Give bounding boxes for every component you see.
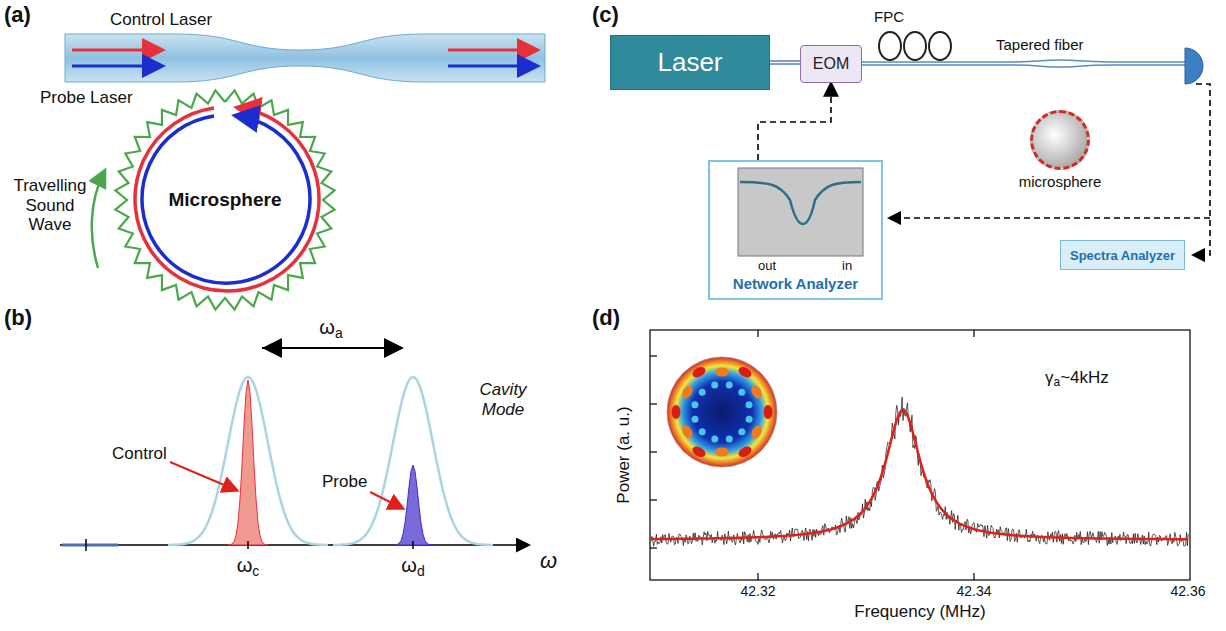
mode-lobe bbox=[711, 382, 718, 389]
optical-paths bbox=[135, 108, 319, 291]
mode-lobe bbox=[672, 405, 681, 419]
mode-lobe bbox=[738, 389, 745, 396]
node-text: Laser bbox=[657, 47, 722, 78]
connector bbox=[770, 60, 800, 62]
node-text: EOM bbox=[813, 55, 849, 73]
mode-lobe bbox=[691, 444, 708, 459]
mode-profile-inset bbox=[667, 357, 777, 467]
spectrum-axis bbox=[60, 539, 528, 551]
mode-lobe bbox=[746, 401, 753, 408]
microsphere-label-area: Microsphere bbox=[155, 150, 295, 250]
leader-line bbox=[370, 492, 402, 508]
label: ω bbox=[540, 548, 557, 573]
label: (a) bbox=[4, 2, 31, 27]
node-text: Spectra Analyzer bbox=[1070, 248, 1175, 263]
label: ωc bbox=[237, 554, 260, 579]
label: Control Laser bbox=[110, 10, 212, 30]
leader-line bbox=[170, 462, 236, 490]
label: Tapered fiber bbox=[996, 36, 1084, 53]
mode-lobe bbox=[764, 405, 773, 419]
control-line bbox=[228, 380, 268, 545]
axis-ticks bbox=[650, 330, 974, 580]
label: FPC bbox=[874, 8, 904, 25]
tick bbox=[412, 541, 414, 549]
label: Probe Laser bbox=[40, 88, 133, 108]
label: out bbox=[758, 259, 776, 274]
label: ωd bbox=[401, 554, 424, 579]
signal-wires bbox=[890, 84, 1210, 255]
spacing-arrow bbox=[262, 347, 400, 349]
plot-frame bbox=[650, 330, 1190, 580]
mode-lobe bbox=[699, 389, 706, 396]
mode-lobe bbox=[715, 368, 729, 377]
node-text: microsphere bbox=[1019, 173, 1102, 190]
mode-lobe bbox=[749, 384, 764, 401]
label: (c) bbox=[592, 2, 619, 27]
cavity-mode-curve bbox=[333, 377, 493, 545]
fiber-line bbox=[770, 63, 800, 65]
mode-lobe bbox=[715, 448, 729, 457]
sound-wave-ring bbox=[115, 90, 334, 309]
fiber-line bbox=[862, 60, 1185, 67]
label: Cavity Mode bbox=[468, 380, 538, 419]
analyzer-box: Network Analyzer bbox=[708, 160, 883, 300]
mode-lobe bbox=[711, 436, 718, 443]
laser-box: Laser bbox=[610, 35, 770, 90]
mode-lobe bbox=[699, 428, 706, 435]
mode-lobe bbox=[680, 424, 695, 441]
mode-lobe bbox=[737, 444, 754, 459]
mode-lobe bbox=[726, 436, 733, 443]
microsphere-circle: microsphere bbox=[1030, 110, 1090, 170]
probe-line bbox=[393, 465, 433, 545]
node-text: Network Analyzer bbox=[733, 275, 858, 292]
tick bbox=[247, 541, 249, 549]
mode-lobe bbox=[691, 401, 698, 408]
connector bbox=[758, 84, 831, 160]
mode-lobe bbox=[737, 365, 754, 380]
label: Power (a. u.) bbox=[614, 406, 634, 503]
label: (b) bbox=[4, 305, 32, 330]
label: γa~4kHz bbox=[1045, 368, 1109, 390]
sound-direction-arrow bbox=[92, 172, 104, 268]
mode-lobe bbox=[692, 416, 699, 423]
label: in bbox=[842, 259, 852, 274]
mode-lobe bbox=[680, 384, 695, 401]
label: ωa bbox=[319, 316, 342, 341]
laser-arrows bbox=[72, 50, 535, 66]
tapered-fiber bbox=[65, 34, 545, 82]
label: (d) bbox=[592, 305, 620, 330]
mode-lobe bbox=[726, 381, 733, 388]
polarization-controller bbox=[879, 32, 951, 60]
cavity-modes bbox=[168, 377, 493, 545]
mode-lobe bbox=[691, 365, 708, 380]
label: 42.36 bbox=[1170, 583, 1205, 599]
mode-lobe bbox=[746, 416, 753, 423]
analyzer-box: Spectra Analyzer bbox=[1060, 240, 1185, 270]
node-text: Microsphere bbox=[169, 189, 282, 211]
mode-lobe bbox=[738, 428, 745, 435]
cavity-mode-curve bbox=[168, 377, 328, 545]
modulator-box: EOM bbox=[800, 45, 862, 83]
label: 42.32 bbox=[740, 583, 775, 599]
label: 42.34 bbox=[956, 583, 991, 599]
mode-lobe bbox=[749, 424, 764, 441]
analyzer-screen bbox=[738, 168, 863, 256]
label: Probe bbox=[322, 472, 367, 492]
label: Control bbox=[112, 444, 167, 464]
label: Travelling Sound Wave bbox=[5, 176, 95, 235]
label: Frequency (MHz) bbox=[854, 602, 985, 622]
photodetector bbox=[1185, 48, 1203, 84]
